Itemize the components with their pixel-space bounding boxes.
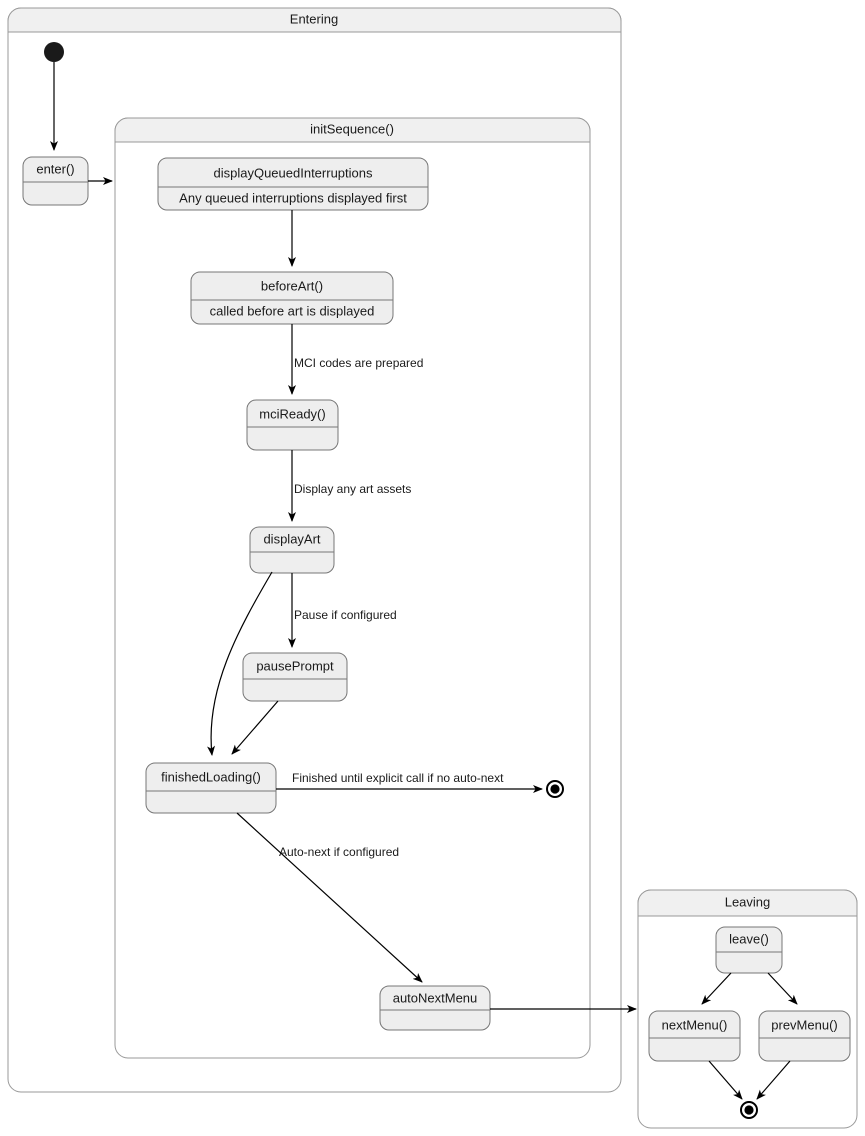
final-state-entering (546, 780, 564, 798)
state-nextmenu-title: nextMenu() (662, 1017, 728, 1032)
state-prev-menu[interactable]: prevMenu() (758, 1010, 851, 1062)
state-display-art[interactable]: displayArt (249, 526, 335, 574)
state-nextmenu-box (648, 1010, 741, 1062)
state-finishedloading-box (145, 762, 277, 814)
leaving-header (637, 889, 858, 917)
edge-leave-to-prevmenu (767, 972, 798, 1005)
state-dqi-desc: Any queued interruptions displayed first (179, 190, 407, 205)
initsequence-border (114, 117, 591, 1059)
state-leave-title: leave() (729, 931, 769, 946)
state-pauseprompt-box (242, 652, 348, 702)
final-state-inner-dot (550, 784, 560, 794)
state-pauseprompt-title: pausePrompt (256, 658, 334, 673)
state-auto-next-menu[interactable]: autoNextMenu (379, 985, 491, 1031)
edge-label-auto-next-if-configured: Auto-next if configured (279, 845, 399, 859)
leaving-border (637, 889, 858, 1129)
edge-leave-to-nextmenu (701, 972, 732, 1005)
state-prevmenu-title: prevMenu() (771, 1017, 837, 1032)
composite-state-initsequence[interactable]: initSequence() (114, 117, 591, 1059)
edge-label-mci-codes-prepared: MCI codes are prepared (294, 356, 423, 370)
edge-pauseprompt-to-finishedloading (231, 700, 279, 755)
state-next-menu[interactable]: nextMenu() (648, 1010, 741, 1062)
edge-finishedloading-to-autonextmenu (236, 812, 423, 983)
state-beforeart-desc: called before art is displayed (210, 303, 375, 318)
edge-displayart-to-finishedloading (207, 571, 273, 756)
state-enter[interactable]: enter() (22, 156, 89, 206)
state-leave[interactable]: leave() (715, 926, 783, 974)
state-beforeart-title: beforeArt() (261, 278, 323, 293)
leaving-title: Leaving (725, 894, 771, 909)
edge-nextmenu-to-final (708, 1060, 743, 1100)
edge-prevmenu-to-final (756, 1060, 791, 1100)
state-display-queued-interruptions[interactable]: displayQueuedInterruptions Any queued in… (157, 157, 429, 211)
state-pause-prompt[interactable]: pausePrompt (242, 652, 348, 702)
edge-label-pause-if-configured: Pause if configured (294, 608, 397, 622)
entering-header (7, 7, 622, 33)
initsequence-title: initSequence() (310, 121, 394, 136)
edge-label-finished-until-explicit: Finished until explicit call if no auto-… (292, 771, 504, 785)
state-enter-title: enter() (36, 161, 74, 176)
state-before-art[interactable]: beforeArt() called before art is display… (190, 271, 394, 325)
state-leave-box (715, 926, 783, 974)
state-finished-loading[interactable]: finishedLoading() (145, 762, 277, 814)
state-mci-ready[interactable]: mciReady() (246, 399, 339, 451)
state-autonextmenu-box (379, 985, 491, 1031)
final-state-inner-dot (744, 1105, 754, 1115)
state-prevmenu-box (758, 1010, 851, 1062)
state-displayart-title: displayArt (263, 531, 320, 546)
state-mciready-title: mciReady() (259, 406, 325, 421)
state-dqi-title: displayQueuedInterruptions (214, 165, 373, 180)
state-finishedloading-title: finishedLoading() (161, 769, 261, 784)
edge-label-display-art-assets: Display any art assets (294, 482, 411, 496)
state-autonextmenu-title: autoNextMenu (393, 990, 478, 1005)
composite-state-leaving[interactable]: Leaving (637, 889, 858, 1129)
initsequence-header (114, 117, 591, 143)
initial-pseudostate-icon (44, 42, 64, 62)
final-state-leaving (740, 1101, 758, 1119)
state-dqi-box (157, 157, 429, 211)
entering-title: Entering (290, 11, 338, 26)
